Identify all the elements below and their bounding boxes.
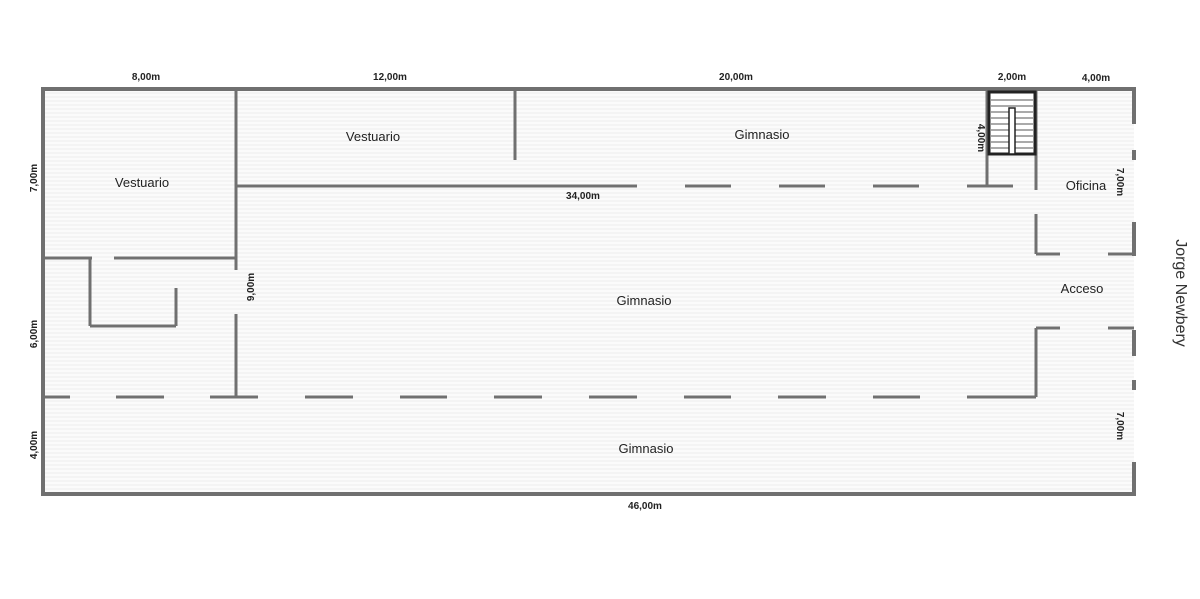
dimension-left-c: 4,00m [29,431,40,459]
outer-walls [41,87,1136,496]
room-label-acceso: Acceso [1061,281,1104,296]
room-label-vestuario-left: Vestuario [115,175,169,190]
dashed-partitions [45,184,1033,399]
room-label-gimnasio-top: Gimnasio [735,127,790,142]
dimension-right-a: 7,00m [1114,168,1125,196]
dimension-top-a: 8,00m [132,72,160,83]
dimension-top-c: 20,00m [719,72,753,83]
dimension-top-d: 2,00m [998,72,1026,83]
dimension-inner-corridor: 34,00m [566,191,600,202]
room-label-gimnasio-bottom: Gimnasio [619,441,674,456]
room-label-oficina: Oficina [1066,178,1107,193]
room-label-gimnasio-center: Gimnasio [617,293,672,308]
dimension-left-b: 6,00m [29,320,40,348]
dimension-top-b: 12,00m [373,72,407,83]
dimension-inner-vertical: 9,00m [246,273,257,301]
floor-area [43,89,1134,493]
dimension-right-b: 7,00m [1114,412,1125,440]
staircase-icon [987,90,1037,156]
interior-walls [43,89,1134,399]
street-label: Jorge Newbery [1172,239,1189,347]
dimension-top-e: 4,00m [1082,73,1110,84]
room-label-vestuario-top: Vestuario [346,129,400,144]
dimension-stair: 4,00m [975,124,986,152]
dimension-left-a: 7,00m [29,164,40,192]
dimension-bottom: 46,00m [628,501,662,512]
